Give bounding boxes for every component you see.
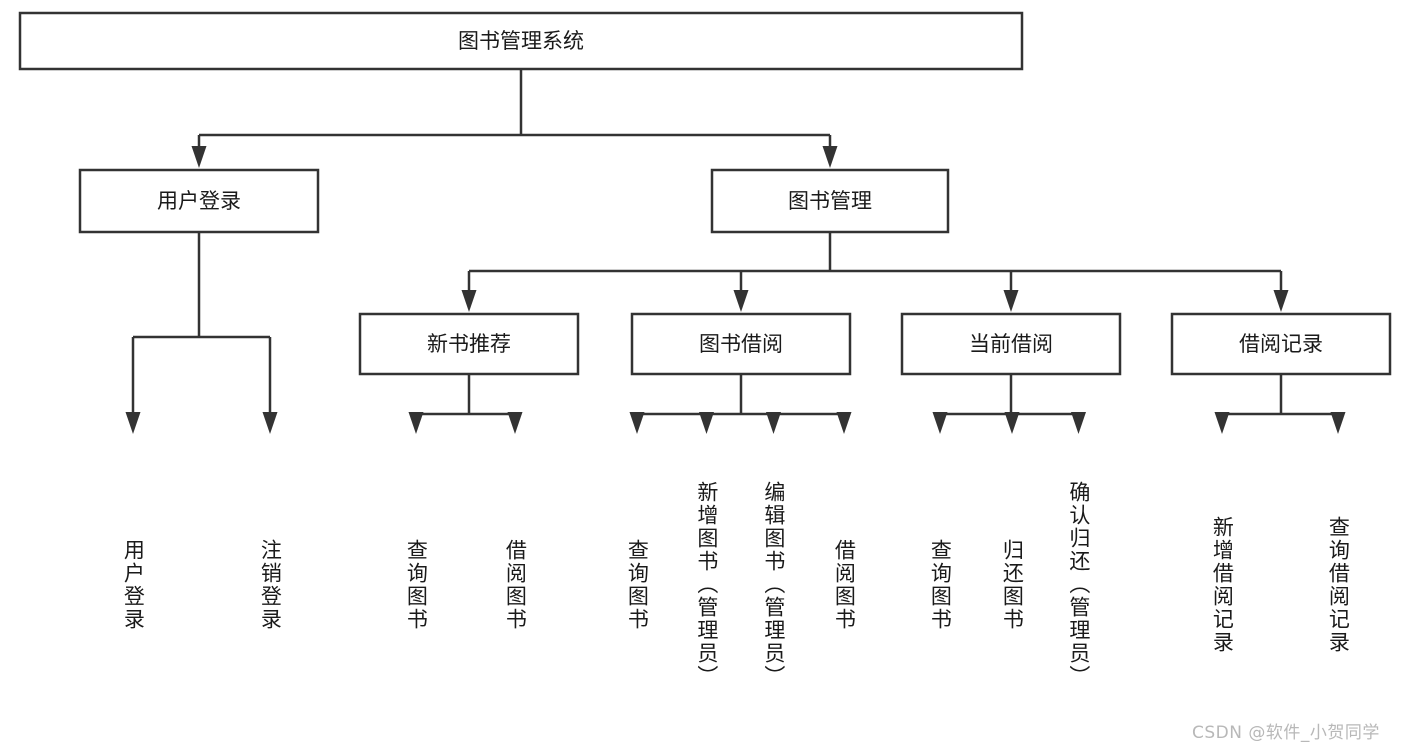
node-box-leaf-query-book-2[interactable]	[607, 436, 667, 733]
arrow-head-icon	[1330, 412, 1346, 434]
node-box-root[interactable]	[18, 11, 1024, 71]
node-box-leaf-query-book-1[interactable]	[386, 436, 446, 733]
node-box-book-borrow[interactable]	[630, 312, 852, 376]
arrow-head-icon	[1273, 290, 1289, 312]
node-box-borrow-record[interactable]	[1170, 312, 1392, 376]
node-box-leaf-user-login[interactable]	[103, 436, 163, 733]
arrow-head-icon	[629, 412, 645, 434]
arrow-head-icon	[1004, 412, 1020, 434]
arrow-head-icon	[766, 412, 781, 434]
arrow-head-icon	[125, 412, 141, 434]
connector-lines-group	[125, 69, 1346, 434]
node-boxes-group	[18, 11, 1392, 376]
node-label-root: 图书管理系统	[458, 29, 584, 53]
arrow-head-icon	[408, 412, 424, 434]
node-box-leaf-borrow-book-2[interactable]	[814, 436, 874, 733]
node-label-current-borrow: 当前借阅	[969, 332, 1053, 356]
arrow-head-icon	[699, 412, 714, 434]
arrow-head-icon	[1003, 290, 1019, 312]
node-label-user-login: 用户登录	[157, 189, 241, 213]
node-box-leaf-edit-book[interactable]	[745, 436, 802, 733]
arrow-head-icon	[191, 146, 207, 168]
node-box-current-borrow[interactable]	[900, 312, 1122, 376]
node-label-book-borrow: 图书借阅	[699, 332, 783, 356]
node-box-leaf-borrow-book-1[interactable]	[485, 436, 545, 733]
node-box-leaf-user-logout[interactable]	[240, 436, 300, 733]
node-label-book-manage: 图书管理	[788, 189, 872, 213]
node-box-leaf-add-record[interactable]	[1192, 436, 1252, 733]
arrow-head-icon	[733, 290, 749, 312]
node-box-leaf-query-record[interactable]	[1308, 436, 1368, 733]
arrow-head-icon	[836, 412, 852, 434]
node-box-leaf-return-book[interactable]	[982, 436, 1042, 733]
arrow-head-icon	[507, 412, 523, 434]
arrow-head-icon	[822, 146, 838, 168]
node-box-user-login[interactable]	[78, 168, 320, 234]
arrow-head-icon	[1071, 412, 1086, 434]
arrow-head-icon	[461, 290, 477, 312]
csdn-watermark: CSDN @软件_小贺同学	[1192, 723, 1380, 743]
arrow-head-icon	[262, 412, 278, 434]
arrow-head-icon	[932, 412, 948, 434]
node-box-new-book-rec[interactable]	[358, 312, 580, 376]
node-box-leaf-query-book-3[interactable]	[910, 436, 970, 733]
node-label-borrow-record: 借阅记录	[1239, 332, 1323, 356]
node-box-leaf-add-book[interactable]	[678, 436, 735, 733]
node-box-leaf-confirm-return[interactable]	[1050, 436, 1107, 733]
node-label-new-book-rec: 新书推荐	[427, 332, 511, 356]
node-box-book-manage[interactable]	[710, 168, 950, 234]
arrow-head-icon	[1214, 412, 1230, 434]
